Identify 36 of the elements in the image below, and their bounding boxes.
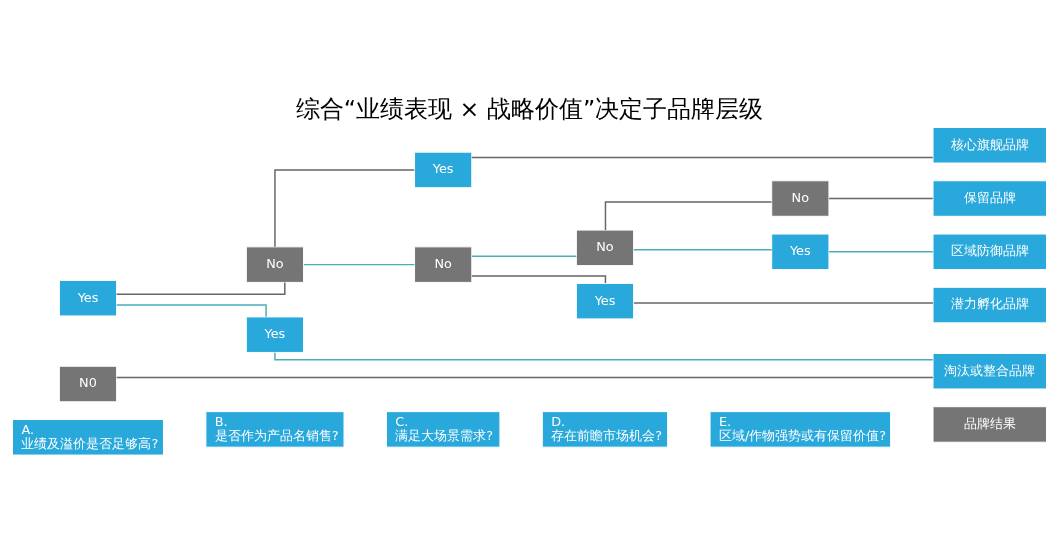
node-box: N0 — [58, 365, 118, 402]
connector — [115, 281, 286, 295]
node-box: A. 业绩及溢价是否足够高? — [12, 418, 164, 456]
connector — [633, 301, 934, 304]
connector — [633, 248, 773, 251]
node-box: 潜力孵化品牌 — [932, 286, 1047, 323]
connector — [604, 200, 773, 231]
node-box: E. 区域/作物强势或有保留价值? — [709, 410, 892, 448]
connector — [274, 351, 934, 361]
node-box: 核心旗舰品牌 — [932, 126, 1047, 163]
connector — [115, 376, 934, 378]
node-box: Yes — [414, 151, 473, 188]
node-box: 区域防御品牌 — [932, 233, 1047, 270]
node-box: 淘汰或整合品牌 — [932, 352, 1047, 389]
connector — [828, 250, 934, 253]
connector — [115, 303, 267, 318]
node-box: Yes — [771, 233, 830, 270]
node-box: No — [414, 245, 473, 283]
node-box: Yes — [58, 279, 118, 316]
node-box: 品牌结果 — [932, 405, 1047, 443]
connector — [828, 197, 934, 199]
connector — [471, 156, 934, 158]
connector — [471, 274, 607, 284]
node-box: Yes — [245, 315, 305, 353]
node-box: 保留品牌 — [932, 179, 1047, 217]
node-box: No — [575, 229, 635, 266]
connector — [303, 263, 416, 265]
connector — [471, 255, 578, 257]
diagram-title: 综合“业绩表现 × 战略价值”决定子品牌层级 — [295, 94, 764, 123]
node-box: No — [245, 245, 305, 283]
node-box: D. 存在前瞻市场机会? — [541, 410, 669, 448]
connector — [274, 168, 415, 248]
node-box: No — [771, 179, 830, 217]
node-box: Yes — [575, 282, 635, 319]
node-box: C. 满足大场景需求? — [385, 410, 501, 448]
node-box: B. 是否作为产品名销售? — [205, 410, 345, 448]
